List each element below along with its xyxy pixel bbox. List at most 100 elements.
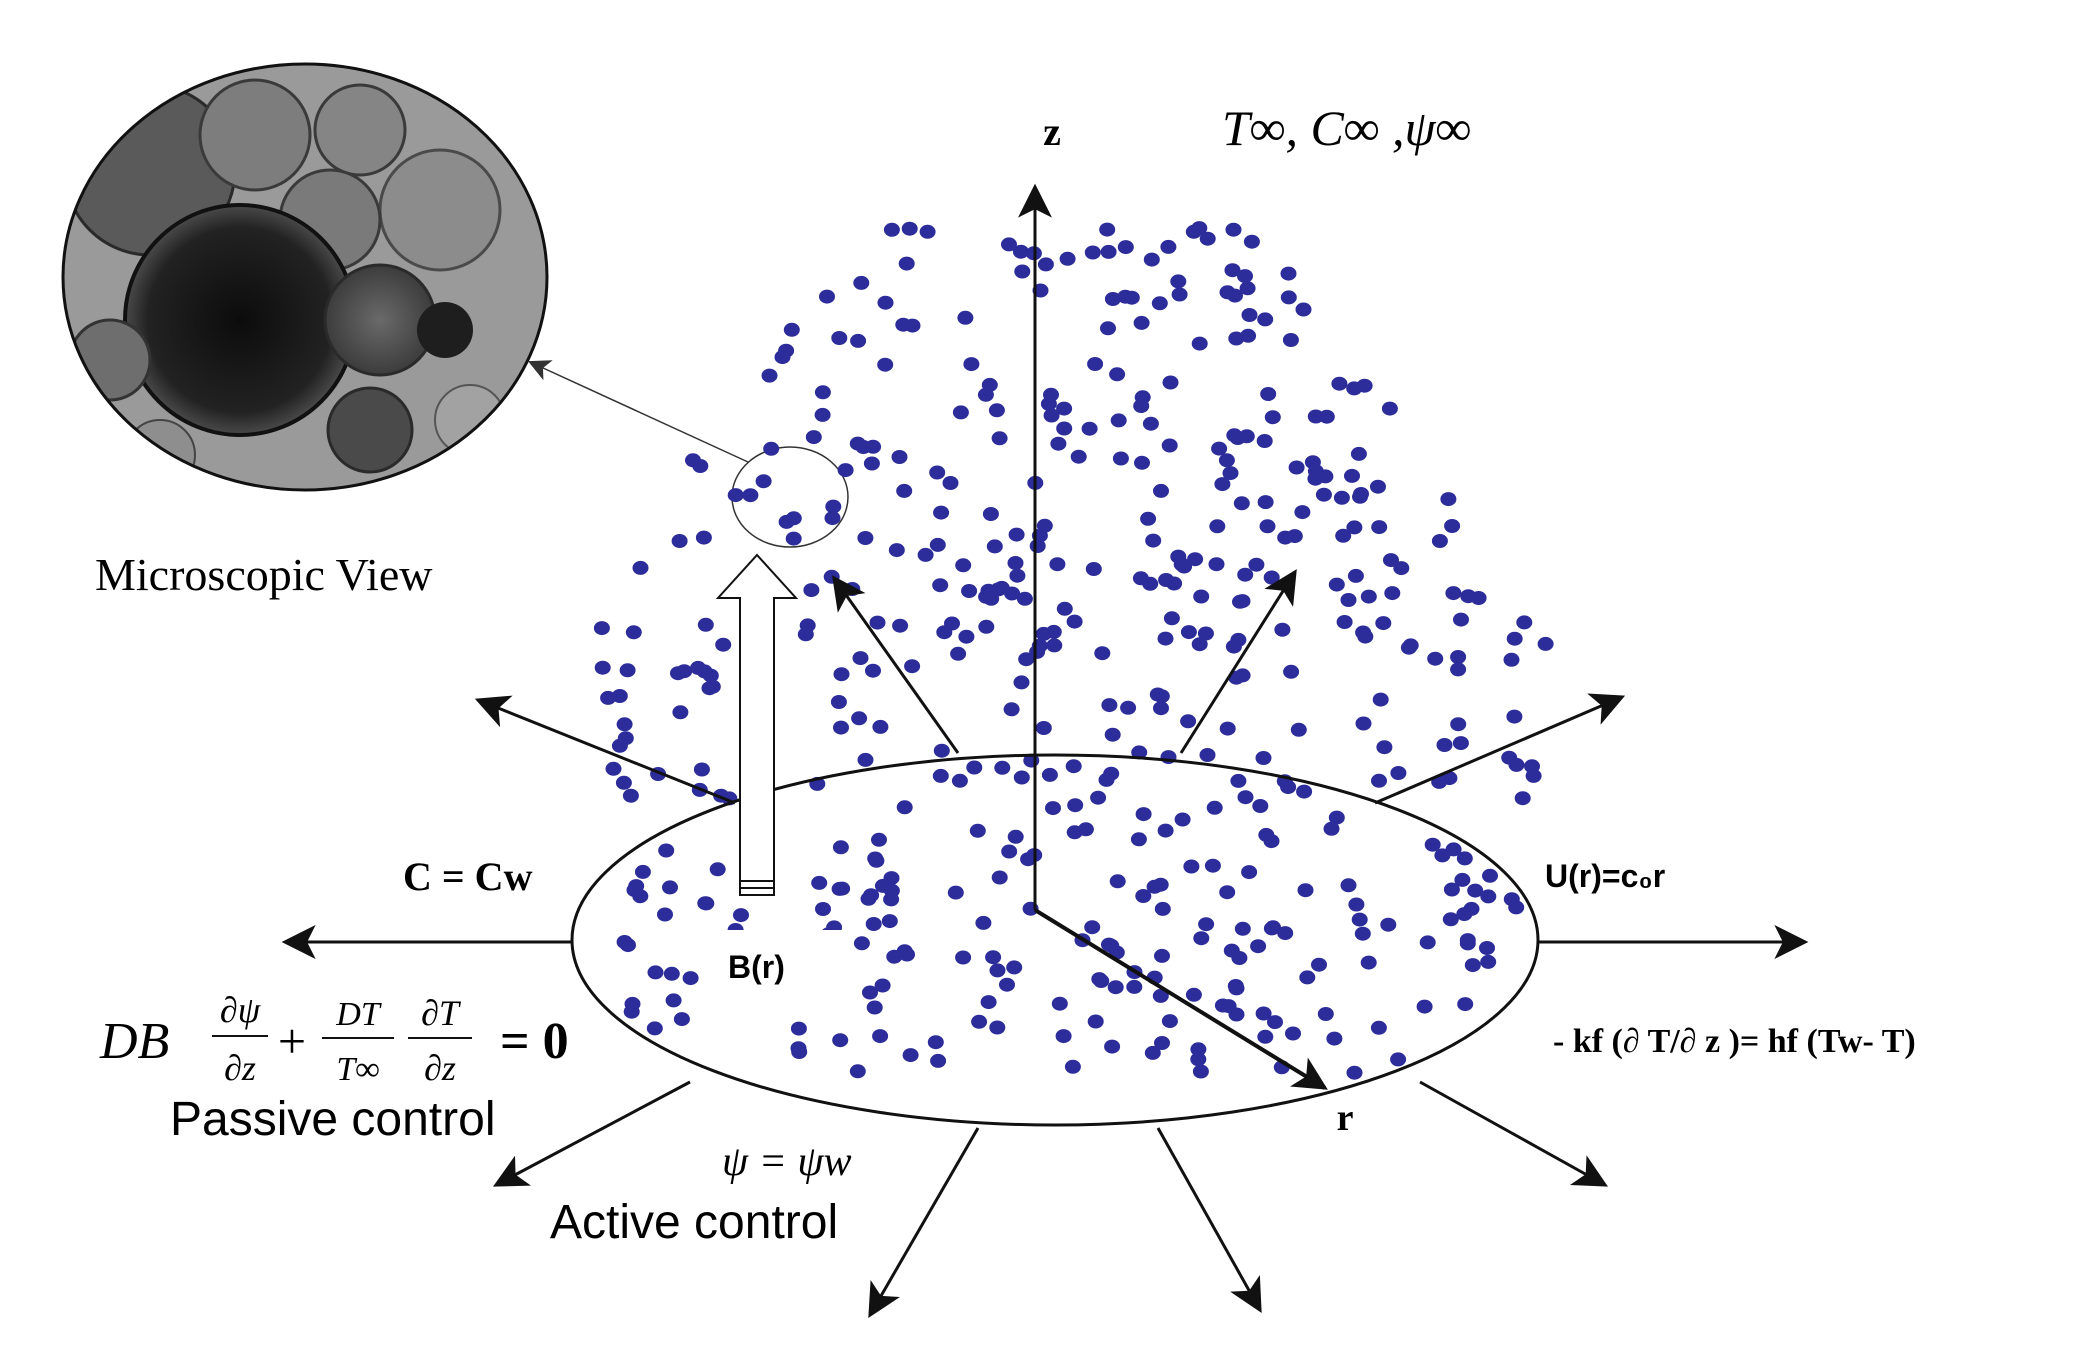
nanoparticle bbox=[1037, 257, 1054, 272]
nanoparticle bbox=[1326, 1031, 1343, 1046]
nanoparticle bbox=[872, 1029, 889, 1044]
nanoparticle bbox=[1104, 727, 1121, 742]
nanoparticle bbox=[622, 788, 639, 803]
nanoparticle bbox=[1154, 901, 1171, 916]
nanoparticle bbox=[1233, 496, 1250, 511]
nanoparticle bbox=[1208, 557, 1225, 572]
nanoparticle bbox=[1480, 889, 1497, 904]
nanoparticle bbox=[1360, 589, 1377, 604]
nanoparticle bbox=[883, 222, 900, 237]
nanoparticle bbox=[1220, 999, 1237, 1014]
nanoparticle bbox=[1283, 664, 1300, 679]
nanoparticle bbox=[1007, 829, 1024, 844]
nanoparticle bbox=[1100, 244, 1117, 259]
nanoparticle bbox=[1252, 799, 1269, 813]
nanoparticle bbox=[977, 387, 994, 402]
nanoparticle bbox=[1036, 518, 1053, 533]
nanoparticle bbox=[1101, 698, 1118, 713]
nanoparticle bbox=[1180, 625, 1197, 640]
nanoparticle bbox=[1153, 483, 1169, 498]
nanoparticle bbox=[849, 1064, 866, 1079]
nanoparticle bbox=[1355, 716, 1372, 731]
nanoparticle bbox=[1372, 692, 1389, 707]
nanoparticle bbox=[1263, 570, 1280, 585]
nanoparticle bbox=[1357, 629, 1374, 644]
nanoparticle bbox=[1336, 615, 1353, 629]
nanoparticle bbox=[978, 619, 995, 634]
nanoparticle bbox=[1241, 865, 1258, 880]
nanoparticle bbox=[871, 832, 887, 847]
nanoparticle bbox=[1317, 1007, 1334, 1021]
nanoparticle bbox=[763, 441, 780, 456]
nanoparticle bbox=[1191, 336, 1208, 351]
nanoparticle bbox=[933, 743, 950, 758]
nanoparticle bbox=[594, 660, 611, 675]
nanoparticle bbox=[1045, 801, 1061, 816]
nanoparticle bbox=[1145, 533, 1162, 548]
nanoparticle bbox=[991, 431, 1008, 446]
nanoparticle bbox=[1370, 1020, 1387, 1035]
nanoparticle bbox=[1277, 530, 1294, 545]
nanoparticle bbox=[917, 547, 934, 562]
nanoparticle bbox=[620, 938, 636, 953]
nanoparticle bbox=[1280, 290, 1297, 305]
eq-num3: ∂T bbox=[421, 993, 462, 1033]
nanoparticle bbox=[1501, 750, 1518, 765]
nanoparticle bbox=[1351, 912, 1368, 927]
nanoparticle bbox=[1187, 552, 1204, 567]
nanoparticle bbox=[1198, 917, 1215, 932]
nanoparticle bbox=[932, 578, 949, 593]
nanoparticle bbox=[805, 430, 822, 445]
velocity-label: U(r)=c₀r bbox=[1545, 858, 1665, 894]
nanoparticle bbox=[1191, 637, 1208, 652]
nanoparticle bbox=[1087, 1014, 1104, 1029]
nanoparticle bbox=[933, 505, 950, 520]
nanoparticle bbox=[865, 917, 882, 931]
nanoparticle bbox=[857, 531, 874, 545]
nanoparticle bbox=[1041, 767, 1058, 782]
nanoparticle bbox=[1280, 266, 1297, 281]
eq-num2: DT bbox=[335, 996, 382, 1033]
nanoparticle bbox=[932, 768, 949, 783]
nanoparticle bbox=[1274, 622, 1291, 637]
nanoparticle bbox=[1482, 868, 1498, 883]
convective-heat-condition: - kf (∂ T/∂ z )= hf (Tw- T) bbox=[1553, 1023, 1916, 1060]
nanoparticle bbox=[1390, 766, 1407, 780]
nanoparticle bbox=[1346, 520, 1363, 535]
nanoparticle bbox=[1328, 577, 1345, 592]
nanoparticle bbox=[955, 558, 972, 573]
nanoparticle bbox=[1007, 556, 1024, 570]
nanoparticle bbox=[1450, 662, 1467, 677]
nanoparticle bbox=[901, 221, 918, 236]
nanoparticle bbox=[837, 463, 854, 478]
nanoparticle bbox=[952, 405, 969, 420]
nanoparticle bbox=[988, 403, 1005, 418]
nanoparticle bbox=[1424, 837, 1441, 852]
nanoparticle bbox=[1346, 1065, 1363, 1080]
nanoparticle bbox=[733, 908, 749, 923]
nanoparticle bbox=[904, 318, 921, 333]
nanoparticle bbox=[1307, 464, 1324, 479]
nanoparticle bbox=[1263, 834, 1280, 849]
nanoparticle bbox=[742, 488, 759, 503]
active-control-equation: ψ = ψw bbox=[722, 1139, 852, 1185]
nanoparticle bbox=[833, 667, 850, 682]
nanoparticle bbox=[1013, 675, 1030, 690]
nanoparticle bbox=[1098, 772, 1115, 787]
nanoparticle bbox=[1126, 979, 1143, 994]
nanoparticle bbox=[1514, 791, 1531, 806]
nanoparticle bbox=[947, 885, 964, 900]
nanoparticle bbox=[1157, 823, 1174, 838]
nanoparticle bbox=[1248, 557, 1265, 572]
nanoparticle bbox=[1318, 409, 1335, 424]
nanoparticle bbox=[1009, 568, 1026, 583]
nanoparticle bbox=[830, 695, 847, 709]
nanoparticle bbox=[811, 875, 828, 890]
nanoparticle bbox=[615, 775, 632, 790]
nanoparticle bbox=[665, 993, 682, 1008]
nanoparticle bbox=[1503, 892, 1520, 907]
nanoparticle bbox=[1234, 921, 1251, 936]
nanoparticle bbox=[1029, 539, 1046, 553]
nanoparticle bbox=[1142, 416, 1159, 431]
micrograph-frame bbox=[61, 62, 549, 492]
